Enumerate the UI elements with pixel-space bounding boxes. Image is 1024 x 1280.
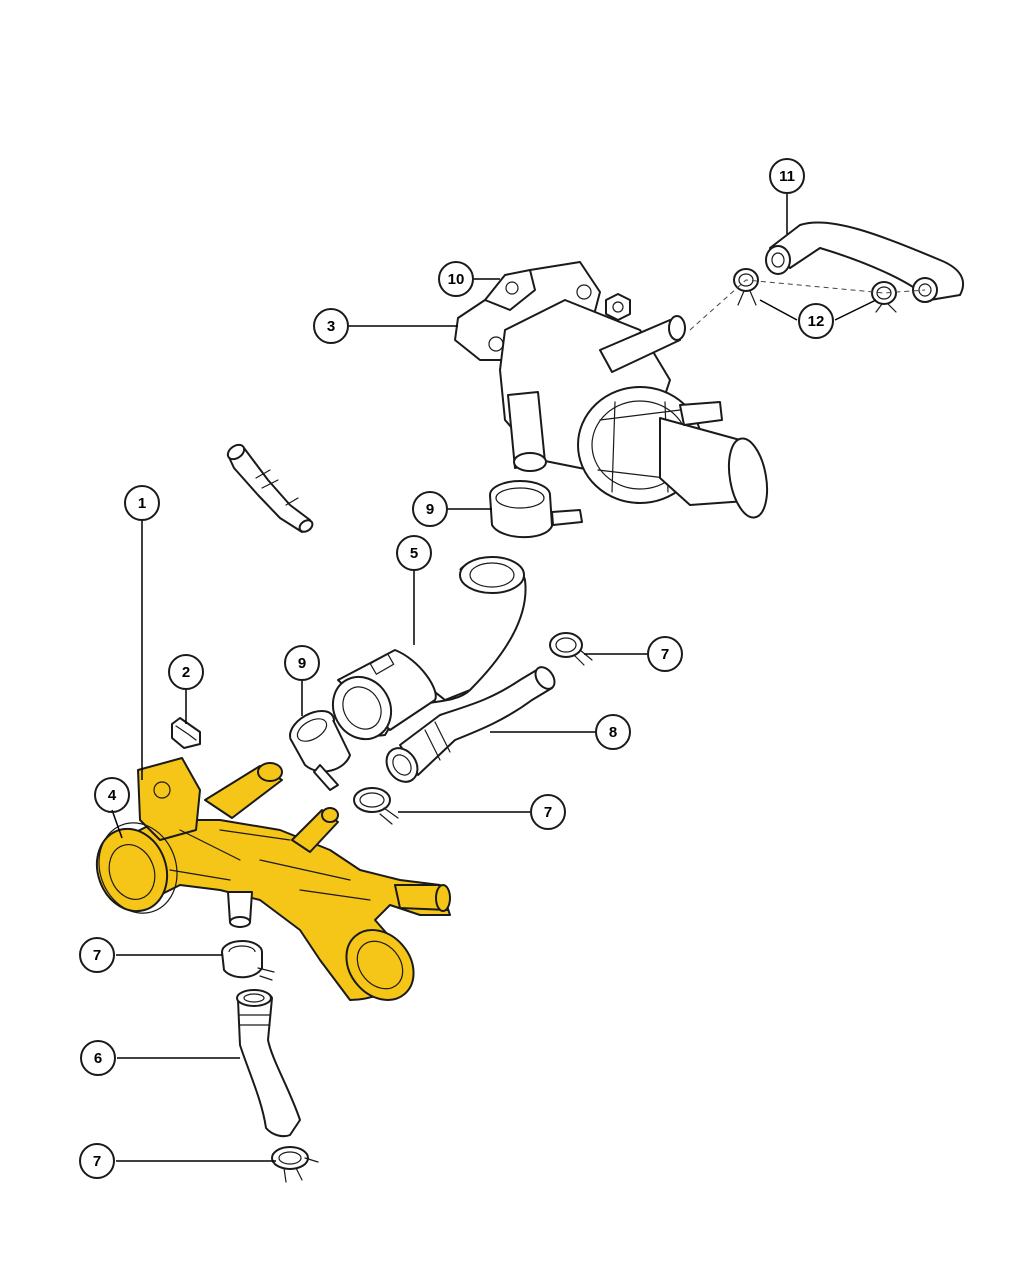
hose-clamp-large-lower bbox=[289, 709, 351, 791]
svg-text:7: 7 bbox=[661, 646, 669, 663]
callout-12: 12 bbox=[798, 303, 834, 339]
callout-9-upper: 9 bbox=[412, 491, 448, 527]
svg-text:4: 4 bbox=[108, 787, 117, 804]
thermostat-housing bbox=[454, 261, 769, 519]
callout-1: 1 bbox=[124, 485, 160, 521]
svg-text:7: 7 bbox=[544, 804, 552, 821]
lower-coolant-hose bbox=[236, 989, 301, 1138]
callout-7-right-lower: 7 bbox=[530, 794, 566, 830]
callout-3: 3 bbox=[313, 308, 349, 344]
callout-10: 10 bbox=[438, 261, 474, 297]
hose-clamp-7b bbox=[353, 787, 399, 825]
bolt bbox=[171, 717, 201, 749]
hose-clamp-7a bbox=[549, 632, 593, 666]
o-ring-seal bbox=[98, 822, 178, 914]
leader-lines bbox=[111, 194, 877, 1162]
callout-8: 8 bbox=[595, 714, 631, 750]
callout-11: 11 bbox=[769, 158, 805, 194]
gasket-seal bbox=[484, 269, 536, 311]
coolant-hose-small bbox=[385, 666, 556, 783]
bypass-hose bbox=[765, 221, 965, 303]
callout-4: 4 bbox=[94, 777, 130, 813]
callout-7-right-upper: 7 bbox=[647, 636, 683, 672]
svg-text:9: 9 bbox=[298, 655, 306, 672]
svg-text:9: 9 bbox=[426, 501, 434, 518]
svg-text:7: 7 bbox=[93, 1153, 101, 1170]
callout-2: 2 bbox=[168, 654, 204, 690]
svg-text:5: 5 bbox=[410, 545, 418, 562]
svg-text:11: 11 bbox=[779, 168, 795, 185]
hose-clamp-7d bbox=[271, 1146, 319, 1183]
hose-clamp-7c bbox=[221, 940, 275, 981]
callout-7-left-lower: 7 bbox=[79, 1143, 115, 1179]
svg-text:2: 2 bbox=[182, 664, 190, 681]
callout-9-lower: 9 bbox=[284, 645, 320, 681]
svg-text:1: 1 bbox=[138, 495, 146, 512]
svg-text:3: 3 bbox=[327, 318, 335, 335]
sensor-stud bbox=[226, 443, 314, 533]
callout-5: 5 bbox=[396, 535, 432, 571]
svg-text:6: 6 bbox=[94, 1050, 102, 1067]
nut bbox=[605, 293, 631, 321]
hose-clamp-small bbox=[733, 268, 897, 313]
callout-6: 6 bbox=[80, 1040, 116, 1076]
coolant-outlet-housing-highlighted bbox=[95, 757, 451, 1001]
svg-text:12: 12 bbox=[808, 313, 825, 330]
callout-7-left-upper: 7 bbox=[79, 937, 115, 973]
elbow-hose bbox=[331, 556, 527, 741]
svg-text:8: 8 bbox=[609, 724, 617, 741]
hose-clamp-large-upper bbox=[489, 480, 583, 539]
svg-text:7: 7 bbox=[93, 947, 101, 964]
svg-text:10: 10 bbox=[448, 271, 465, 288]
